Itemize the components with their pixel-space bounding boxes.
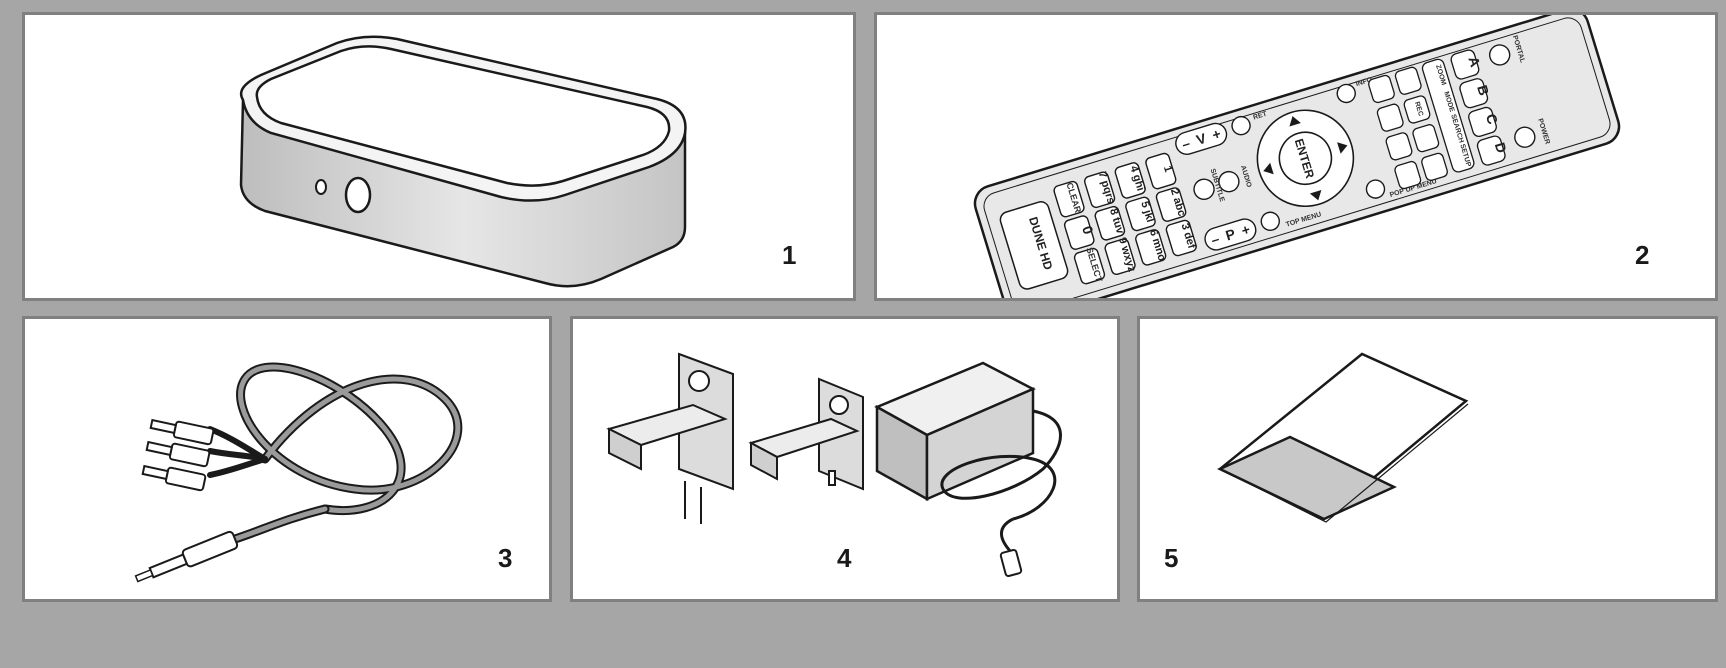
power-button bbox=[344, 176, 372, 214]
svg-text:RET: RET bbox=[1252, 111, 1268, 122]
arrow-down-icon bbox=[1309, 189, 1322, 201]
volume-rocker bbox=[1175, 122, 1228, 155]
svg-text:5 jkl: 5 jkl bbox=[1138, 200, 1156, 224]
select-key bbox=[1073, 247, 1106, 285]
media-player-illustration bbox=[239, 35, 687, 288]
remote-control-illustration: DUNE HD CLEAR 0 SELECT 7 pqrs 8 tuv 9 wx… bbox=[973, 15, 1621, 298]
svg-text:D: D bbox=[1492, 140, 1510, 154]
key-0 bbox=[1063, 215, 1095, 250]
power-key bbox=[1514, 126, 1536, 148]
manual-illustration bbox=[1217, 352, 1469, 523]
dc-plug bbox=[999, 549, 1023, 577]
return-key bbox=[1231, 115, 1251, 136]
panel-av-cable: 3 bbox=[22, 316, 552, 602]
panel-power-adapter: 4 bbox=[570, 316, 1120, 602]
manual-booklet bbox=[1217, 352, 1469, 523]
arrow-up-icon bbox=[1289, 116, 1301, 127]
top-menu-key bbox=[1260, 211, 1280, 231]
svg-text:REC: REC bbox=[1413, 101, 1424, 117]
panel-number: 4 bbox=[837, 543, 852, 573]
panel-number: 5 bbox=[1164, 543, 1179, 573]
program-rocker bbox=[1204, 218, 1257, 251]
eu-plug-adapter bbox=[606, 352, 734, 524]
svg-text:C: C bbox=[1483, 112, 1501, 126]
info-key bbox=[1336, 83, 1356, 104]
arrow-right-icon bbox=[1337, 142, 1348, 154]
svg-text:INFO: INFO bbox=[1355, 76, 1374, 88]
panel-remote-control: DUNE HD CLEAR 0 SELECT 7 pqrs 8 tuv 9 wx… bbox=[874, 12, 1718, 301]
transport-keys: REC bbox=[1368, 66, 1448, 190]
svg-text:P: P bbox=[1224, 225, 1238, 243]
led-indicator bbox=[315, 179, 327, 195]
panel-media-player: 1 bbox=[22, 12, 856, 301]
panel-number: 2 bbox=[1635, 240, 1650, 270]
power-adapter-illustration bbox=[606, 352, 1062, 577]
function-keys bbox=[1421, 58, 1475, 173]
power-brick bbox=[874, 361, 1036, 502]
jack-plug bbox=[134, 530, 239, 583]
number-keypad: 7 pqrs 8 tuv 9 wxyz 4 ghi 5 jkl 6 mno 1 … bbox=[1084, 152, 1198, 275]
av-cable-illustration bbox=[134, 362, 463, 583]
svg-text:1: 1 bbox=[1161, 164, 1174, 173]
clear-key bbox=[1053, 180, 1085, 218]
panel-number: 3 bbox=[498, 543, 513, 573]
arrow-left-icon bbox=[1263, 162, 1274, 175]
navigation-pad: ENTER bbox=[1256, 109, 1355, 208]
brand-logo: DUNE HD bbox=[999, 201, 1069, 290]
color-keys: A B C D bbox=[1450, 49, 1510, 166]
popup-menu-key bbox=[1365, 179, 1386, 199]
audio-key bbox=[1218, 170, 1240, 193]
options-key bbox=[1193, 178, 1215, 200]
svg-text:A: A bbox=[1465, 54, 1483, 68]
panel-manual: 5 bbox=[1137, 316, 1718, 602]
rca-plugs bbox=[141, 418, 215, 492]
us-plug-adapter bbox=[748, 377, 864, 491]
panel-number: 1 bbox=[782, 240, 797, 270]
svg-text:B: B bbox=[1474, 83, 1492, 97]
portal-key bbox=[1488, 44, 1511, 66]
